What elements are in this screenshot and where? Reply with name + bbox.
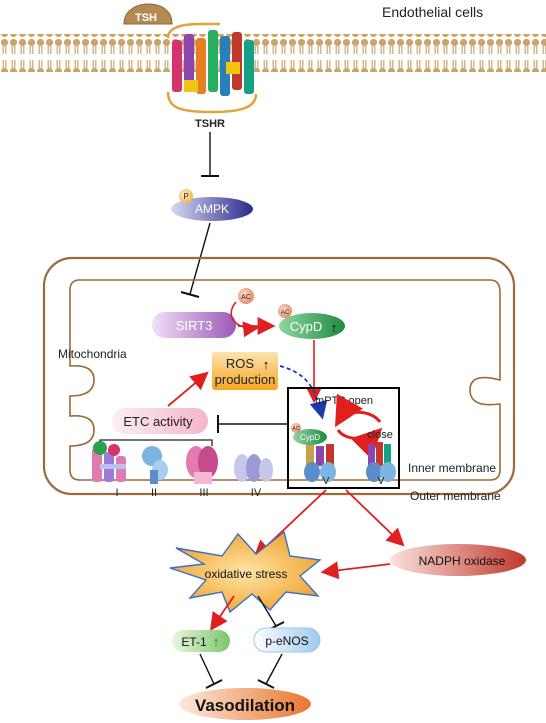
mptp-box bbox=[287, 387, 400, 489]
complex-i-label: I bbox=[115, 487, 118, 499]
vasodilation-label: Vasodilation bbox=[195, 696, 295, 715]
nadph-node bbox=[390, 544, 526, 576]
ros-up-arrow: ↑ bbox=[263, 357, 270, 372]
arrow-oxstress-et1 bbox=[209, 595, 235, 631]
acetyl-label-2: AC bbox=[281, 310, 290, 316]
enos-label: p-eNOS bbox=[265, 634, 308, 648]
sirt3-node bbox=[152, 312, 236, 338]
cypd-label: CypD bbox=[290, 319, 323, 334]
acetyl-label-1: AC bbox=[241, 294, 251, 301]
arrow-etc-ros bbox=[167, 371, 209, 407]
mptp-closed-pore bbox=[366, 442, 396, 482]
close-label: close bbox=[367, 429, 393, 441]
complex-iii-label: III bbox=[199, 487, 208, 499]
deacetylation-curl bbox=[230, 301, 260, 338]
outer-membrane-label: Outer membrane bbox=[410, 489, 501, 503]
complex-iv-label: IV bbox=[251, 487, 262, 499]
complex-iii bbox=[186, 446, 218, 484]
inhibit-et1-vaso bbox=[199, 653, 223, 689]
etc-label: ETC activity bbox=[123, 414, 193, 429]
et1-node bbox=[172, 630, 230, 652]
complex-v-closed-label: V bbox=[378, 476, 385, 487]
nadph-label: NADPH oxidase bbox=[419, 554, 506, 568]
inhibit-enos-vaso bbox=[257, 653, 283, 689]
inhibit-tshr-ampk bbox=[201, 132, 219, 177]
phospho-label: P bbox=[183, 192, 188, 201]
cypd-bound-label: CypD bbox=[300, 433, 320, 442]
cypd-bound-node bbox=[293, 429, 327, 445]
etc-node bbox=[112, 408, 208, 434]
inner-membrane-label: Inner membrane bbox=[408, 461, 496, 475]
complex-ii bbox=[142, 446, 168, 484]
inhibit-ampk-sirt3 bbox=[180, 222, 211, 298]
vasodilation-node bbox=[179, 688, 311, 720]
enos-node bbox=[253, 627, 321, 653]
ros-label: ROS bbox=[226, 356, 255, 371]
tsh-label: TSH bbox=[135, 12, 157, 24]
phospho-badge bbox=[179, 189, 193, 203]
mitochondria-label: Mitochondria bbox=[58, 347, 127, 361]
complex-iv bbox=[234, 454, 273, 482]
ampk-label: AMPK bbox=[195, 202, 229, 216]
mptp-open-pore bbox=[304, 444, 336, 482]
plasma-membrane bbox=[0, 34, 546, 72]
et1-up-arrow: ↑ bbox=[213, 634, 220, 649]
oxidative-stress-label: oxidative stress bbox=[205, 567, 288, 581]
complex-i bbox=[92, 441, 126, 482]
inhibit-mptp-etc bbox=[217, 415, 288, 433]
open-close-cycle bbox=[335, 393, 382, 428]
cell-type-label: Endothelial cells bbox=[382, 4, 484, 20]
ros-production-label: production bbox=[215, 372, 276, 387]
mitochondrion-outer bbox=[42, 256, 516, 496]
tshr-label: TSHR bbox=[195, 118, 225, 130]
arrow-mptp-nadph bbox=[345, 489, 405, 547]
cypd-up-arrow: ↑ bbox=[331, 320, 338, 335]
tsh-ligand: TSH bbox=[123, 3, 173, 25]
arrow-ros-mptp bbox=[279, 365, 328, 420]
acetyl-label-3: AC bbox=[293, 426, 300, 432]
ampk-node bbox=[171, 197, 253, 221]
complex-v-open-label: V bbox=[323, 476, 330, 487]
oxidative-stress-burst bbox=[169, 530, 322, 614]
et1-label: ET-1 bbox=[181, 635, 207, 649]
mitochondrion-inner bbox=[69, 279, 501, 481]
sirt3-label: SIRT3 bbox=[176, 318, 213, 333]
acetyl-badge-2 bbox=[278, 304, 292, 318]
mptp-open-label: mPTP open bbox=[315, 395, 373, 407]
complex-ii-label: II bbox=[151, 487, 157, 499]
ros-node bbox=[212, 352, 278, 390]
cypd-node bbox=[279, 313, 345, 339]
arrow-nadph-oxstress bbox=[320, 561, 391, 580]
tshr-receptor bbox=[166, 22, 258, 114]
acetyl-badge-1 bbox=[238, 288, 254, 304]
acetyl-badge-3 bbox=[291, 423, 301, 433]
